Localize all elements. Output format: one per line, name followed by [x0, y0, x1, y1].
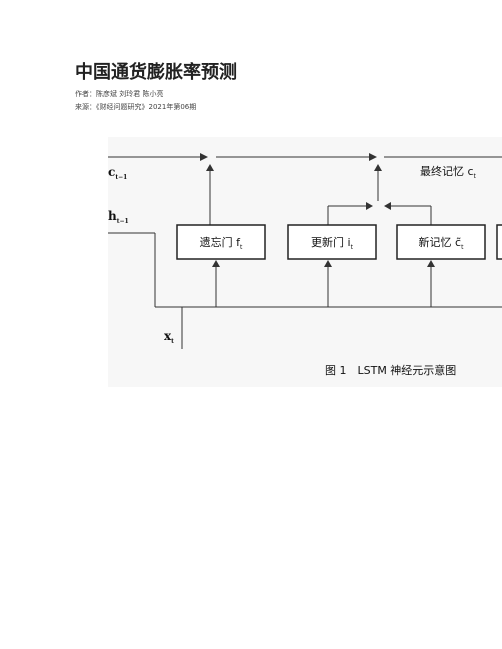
- arrowhead-c-in: [200, 153, 208, 161]
- figure-caption: 图 1 LSTM 神经元示意图: [325, 363, 456, 377]
- forget-gate-label: 遗忘门 f: [200, 235, 241, 249]
- h-prev-label: h: [108, 209, 117, 223]
- svg-text:更新门 it: 更新门 it: [311, 235, 354, 251]
- x-input-label: x: [164, 329, 172, 343]
- c-prev-label: c: [108, 165, 115, 179]
- article-authors: 作者：陈彦斌 刘玲君 陈小亮: [75, 90, 164, 98]
- new-memory-sub: t: [461, 244, 464, 251]
- h-prev-sub: t−1: [117, 218, 129, 225]
- update-gate-sub: t: [351, 244, 354, 251]
- final-memory-label: 最终记忆 c: [420, 164, 474, 178]
- update-gate-box: [287, 224, 377, 260]
- arrowhead-newmem-left: [384, 202, 391, 210]
- new-memory-box: [396, 224, 486, 260]
- lstm-figure: ct−1 ht−1 xt 遗忘门 ft 更新门 it 新记忆 c̃t 最终记忆 …: [108, 137, 502, 387]
- arrowhead-newmem-in: [427, 260, 435, 267]
- article-title: 中国通货膨胀率预测: [75, 62, 237, 83]
- svg-text:ht−1: ht−1: [108, 209, 129, 225]
- arrowhead-junction-2: [369, 153, 377, 161]
- c-prev-sub: t−1: [115, 174, 127, 181]
- x-input-sub: t: [171, 338, 174, 345]
- lstm-diagram: ct−1 ht−1 xt 遗忘门 ft 更新门 it 新记忆 c̃t 最终记忆 …: [108, 153, 502, 377]
- svg-text:最终记忆 ct: 最终记忆 ct: [420, 164, 477, 180]
- svg-text:xt: xt: [164, 329, 174, 345]
- svg-text:遗忘门 ft: 遗忘门 ft: [200, 235, 243, 251]
- update-gate-label: 更新门 i: [311, 235, 351, 249]
- article-source: 来源：《财经问题研究》2021年第06期: [75, 103, 197, 111]
- forget-gate-sub: t: [240, 244, 243, 251]
- arrowhead-forget-up: [206, 164, 214, 171]
- forget-gate-box: [176, 224, 266, 260]
- arrowhead-update-right: [366, 202, 373, 210]
- output-gate-box-partial: [496, 224, 502, 260]
- arrowhead-forget-in: [212, 260, 220, 267]
- arrowhead-update-in: [324, 260, 332, 267]
- svg-text:ct−1: ct−1: [108, 165, 127, 181]
- arrowhead-product-up: [374, 164, 382, 171]
- new-memory-label: 新记忆 c̃: [419, 235, 462, 249]
- svg-text:新记忆 c̃t: 新记忆 c̃t: [419, 235, 465, 251]
- final-memory-sub: t: [474, 173, 477, 180]
